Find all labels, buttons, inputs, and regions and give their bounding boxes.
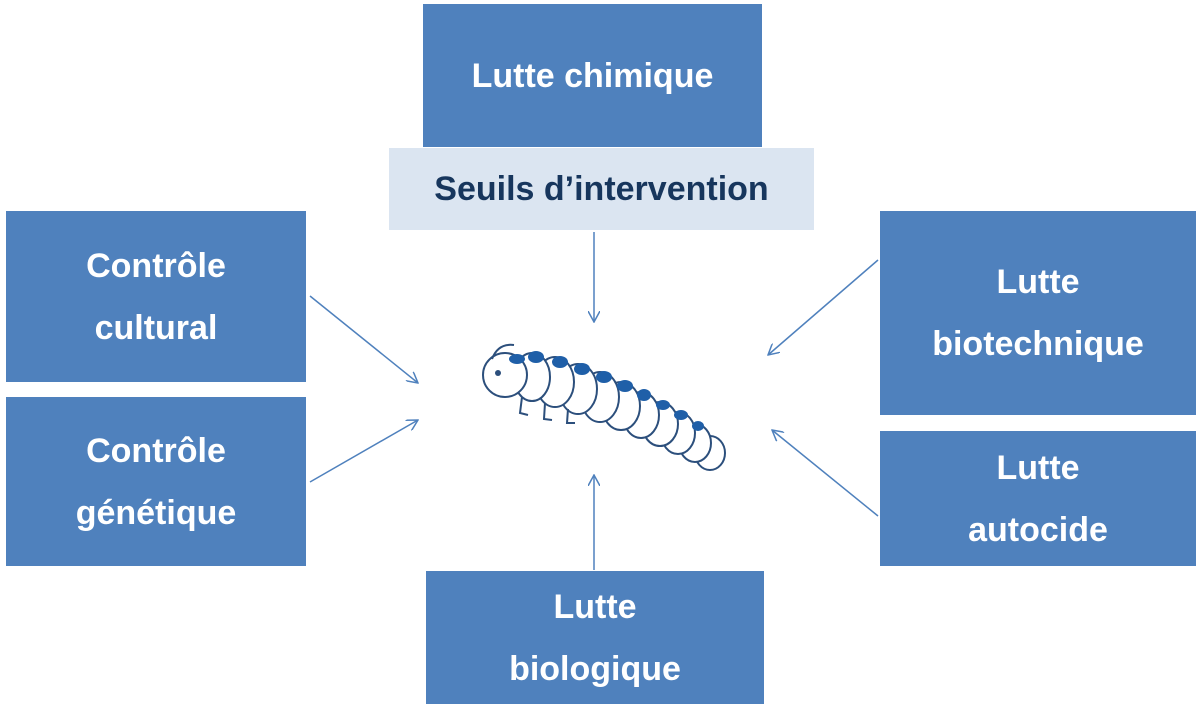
box-lutte-autocide-line1: Lutte	[996, 448, 1080, 487]
box-lutte-biotechnique-line1: Lutte	[996, 263, 1080, 301]
box-controle-cultural-line1: Contrôle	[86, 246, 226, 285]
arrow-genetique	[309, 420, 418, 483]
box-lutte-biologique: Lutte biologique	[426, 571, 764, 704]
arrow-autocide	[772, 430, 879, 517]
box-seuils-intervention: Seuils d’intervention	[389, 148, 814, 230]
arrow-cultural	[309, 295, 418, 383]
box-lutte-chimique-label: Lutte chimique	[471, 56, 714, 95]
box-lutte-chimique: Lutte chimique	[423, 4, 762, 147]
box-controle-genetique-line2: génétique	[75, 493, 237, 532]
box-lutte-biotechnique: Lutte biotechnique	[880, 211, 1196, 415]
arrow-biotechnique	[768, 259, 879, 355]
box-lutte-autocide-line2: autocide	[968, 510, 1108, 549]
box-lutte-biotechnique-line2: biotechnique	[932, 325, 1144, 363]
caterpillar-icon	[482, 343, 726, 471]
box-lutte-biologique-line2: biologique	[509, 649, 681, 688]
box-controle-genetique-line1: Contrôle	[86, 431, 226, 470]
box-lutte-autocide: Lutte autocide	[880, 431, 1196, 566]
box-controle-genetique: Contrôle génétique	[6, 397, 306, 566]
box-seuils-intervention-label: Seuils d’intervention	[434, 169, 769, 208]
box-lutte-biologique-line1: Lutte	[553, 587, 637, 626]
box-controle-cultural-line2: cultural	[94, 308, 218, 347]
box-controle-cultural: Contrôle cultural	[6, 211, 306, 382]
